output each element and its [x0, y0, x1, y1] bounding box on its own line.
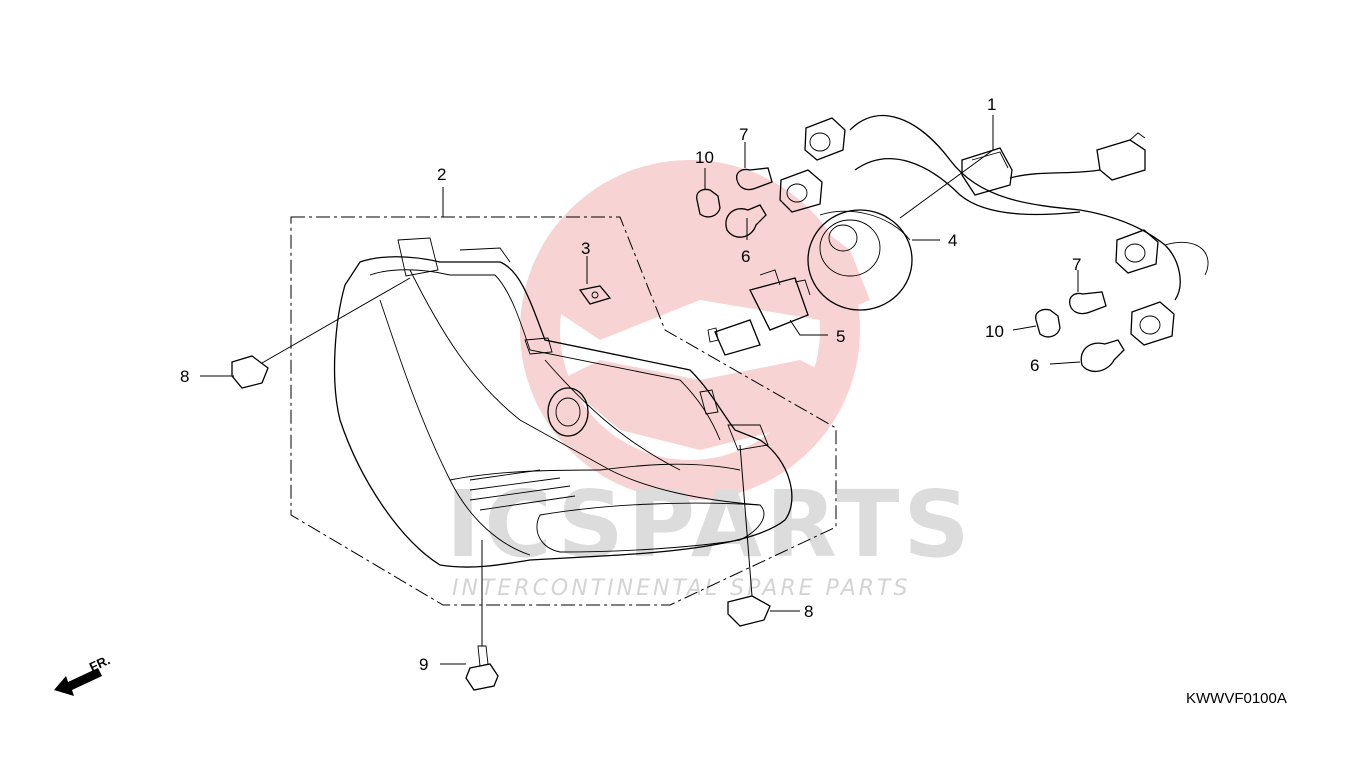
- diagram-code: KWWVF0100A: [1186, 690, 1287, 707]
- leader-lines: [200, 115, 1081, 665]
- part-3-square-nut: [578, 285, 612, 305]
- part-5-headlight-bulb: [707, 269, 811, 356]
- callout-4: 4: [948, 231, 957, 250]
- watermark-tagline: INTERCONTINENTAL SPARE PARTS: [452, 576, 910, 601]
- callout-10-right: 10: [985, 322, 1004, 341]
- callout-8-right: 8: [804, 602, 813, 621]
- front-label: FR.: [87, 652, 112, 674]
- callout-5: 5: [836, 327, 845, 346]
- part-10-bulb-right: [1035, 308, 1061, 338]
- callout-3: 3: [581, 239, 590, 258]
- callouts: 1 2 3 4 5 6 6 7 7 8 8 9 10 10: [180, 95, 1081, 674]
- front-direction-arrow: FR.: [54, 652, 112, 696]
- callout-6-left: 6: [741, 247, 750, 266]
- part-9-bolt: [465, 645, 499, 691]
- callout-7-right: 7: [1072, 255, 1081, 274]
- part-6-bulb-right: [1080, 339, 1125, 373]
- callout-7-left: 7: [739, 125, 748, 144]
- callout-2: 2: [437, 165, 446, 184]
- callout-1: 1: [987, 95, 996, 114]
- callout-9: 9: [419, 655, 428, 674]
- part-7-bulb-left: [736, 167, 773, 191]
- part-7-bulb-right: [1069, 291, 1107, 315]
- assembly-outline: [290, 216, 837, 606]
- part-8-clip-left: [231, 355, 269, 389]
- part-6-bulb-left: [725, 204, 767, 238]
- part-1-wire-harness: [779, 114, 1209, 346]
- headlight-unit: [333, 237, 793, 568]
- callout-8-left: 8: [180, 367, 189, 386]
- callout-10-left: 10: [695, 148, 714, 167]
- watermark-gear-logo: [520, 160, 870, 500]
- part-4-reflector-ring: [807, 209, 913, 311]
- watermark-logo-text: ICSPARTS: [446, 471, 974, 578]
- callout-6-right: 6: [1030, 356, 1039, 375]
- part-10-bulb-left: [696, 188, 721, 218]
